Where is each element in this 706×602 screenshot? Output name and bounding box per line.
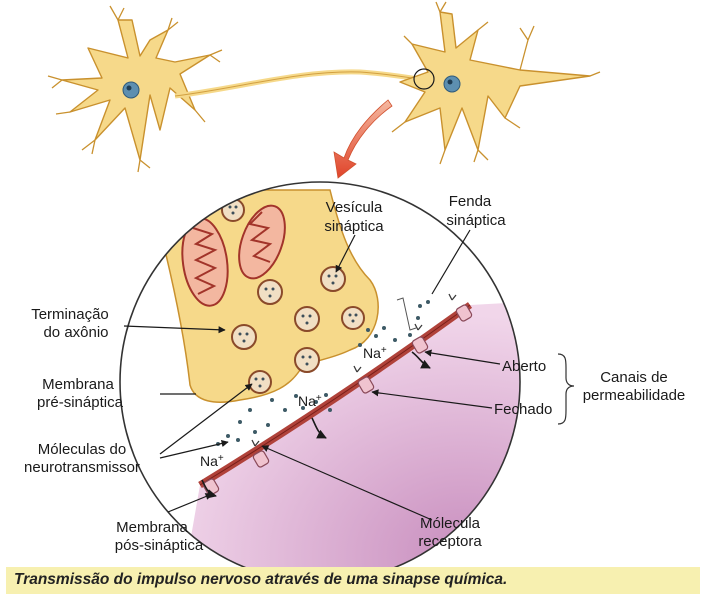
na-ion-label-1: Na+ <box>363 345 387 361</box>
leader-fechado <box>371 389 493 409</box>
label-aberto: Aberto <box>502 358 546 375</box>
leader-fenda <box>431 229 471 295</box>
channels-brace <box>557 353 575 425</box>
mitochondrion-1 <box>181 217 229 307</box>
neuron-right <box>399 11 591 151</box>
zoom-arrow <box>333 99 393 179</box>
mitochondrion-2 <box>238 204 286 280</box>
synapse-highlight-circle <box>413 68 435 90</box>
label-fechado: Fechado <box>494 401 552 418</box>
receptor-sites <box>251 293 457 447</box>
nucleus-right <box>443 75 461 93</box>
synaptic-vesicles <box>221 198 365 394</box>
cleft-bracket <box>396 297 417 331</box>
leader-membrana-pos <box>167 493 213 513</box>
leader-moleculas-2 <box>159 439 229 459</box>
caption-bar <box>6 567 700 594</box>
leader-receptora <box>261 445 433 521</box>
na-ion-arrow-1 <box>411 351 431 369</box>
nucleus-left <box>122 81 140 99</box>
neurotransmitter-molecules <box>216 300 430 446</box>
na-ion-arrow-2 <box>311 417 327 439</box>
leader-moleculas-1 <box>159 383 253 455</box>
dendrite-lines-left <box>47 5 223 173</box>
leader-terminacao <box>123 325 226 334</box>
leader-aberto <box>424 349 501 365</box>
dendrite-lines-right <box>391 1 601 165</box>
na-ion-label-2: Na+ <box>298 393 322 409</box>
figure-caption: Transmissão do impulso nervoso através d… <box>14 571 508 588</box>
na-ion-arrow-3 <box>201 479 217 499</box>
na-ion-label-3: Na+ <box>200 453 224 469</box>
leader-vesicula <box>335 234 356 273</box>
